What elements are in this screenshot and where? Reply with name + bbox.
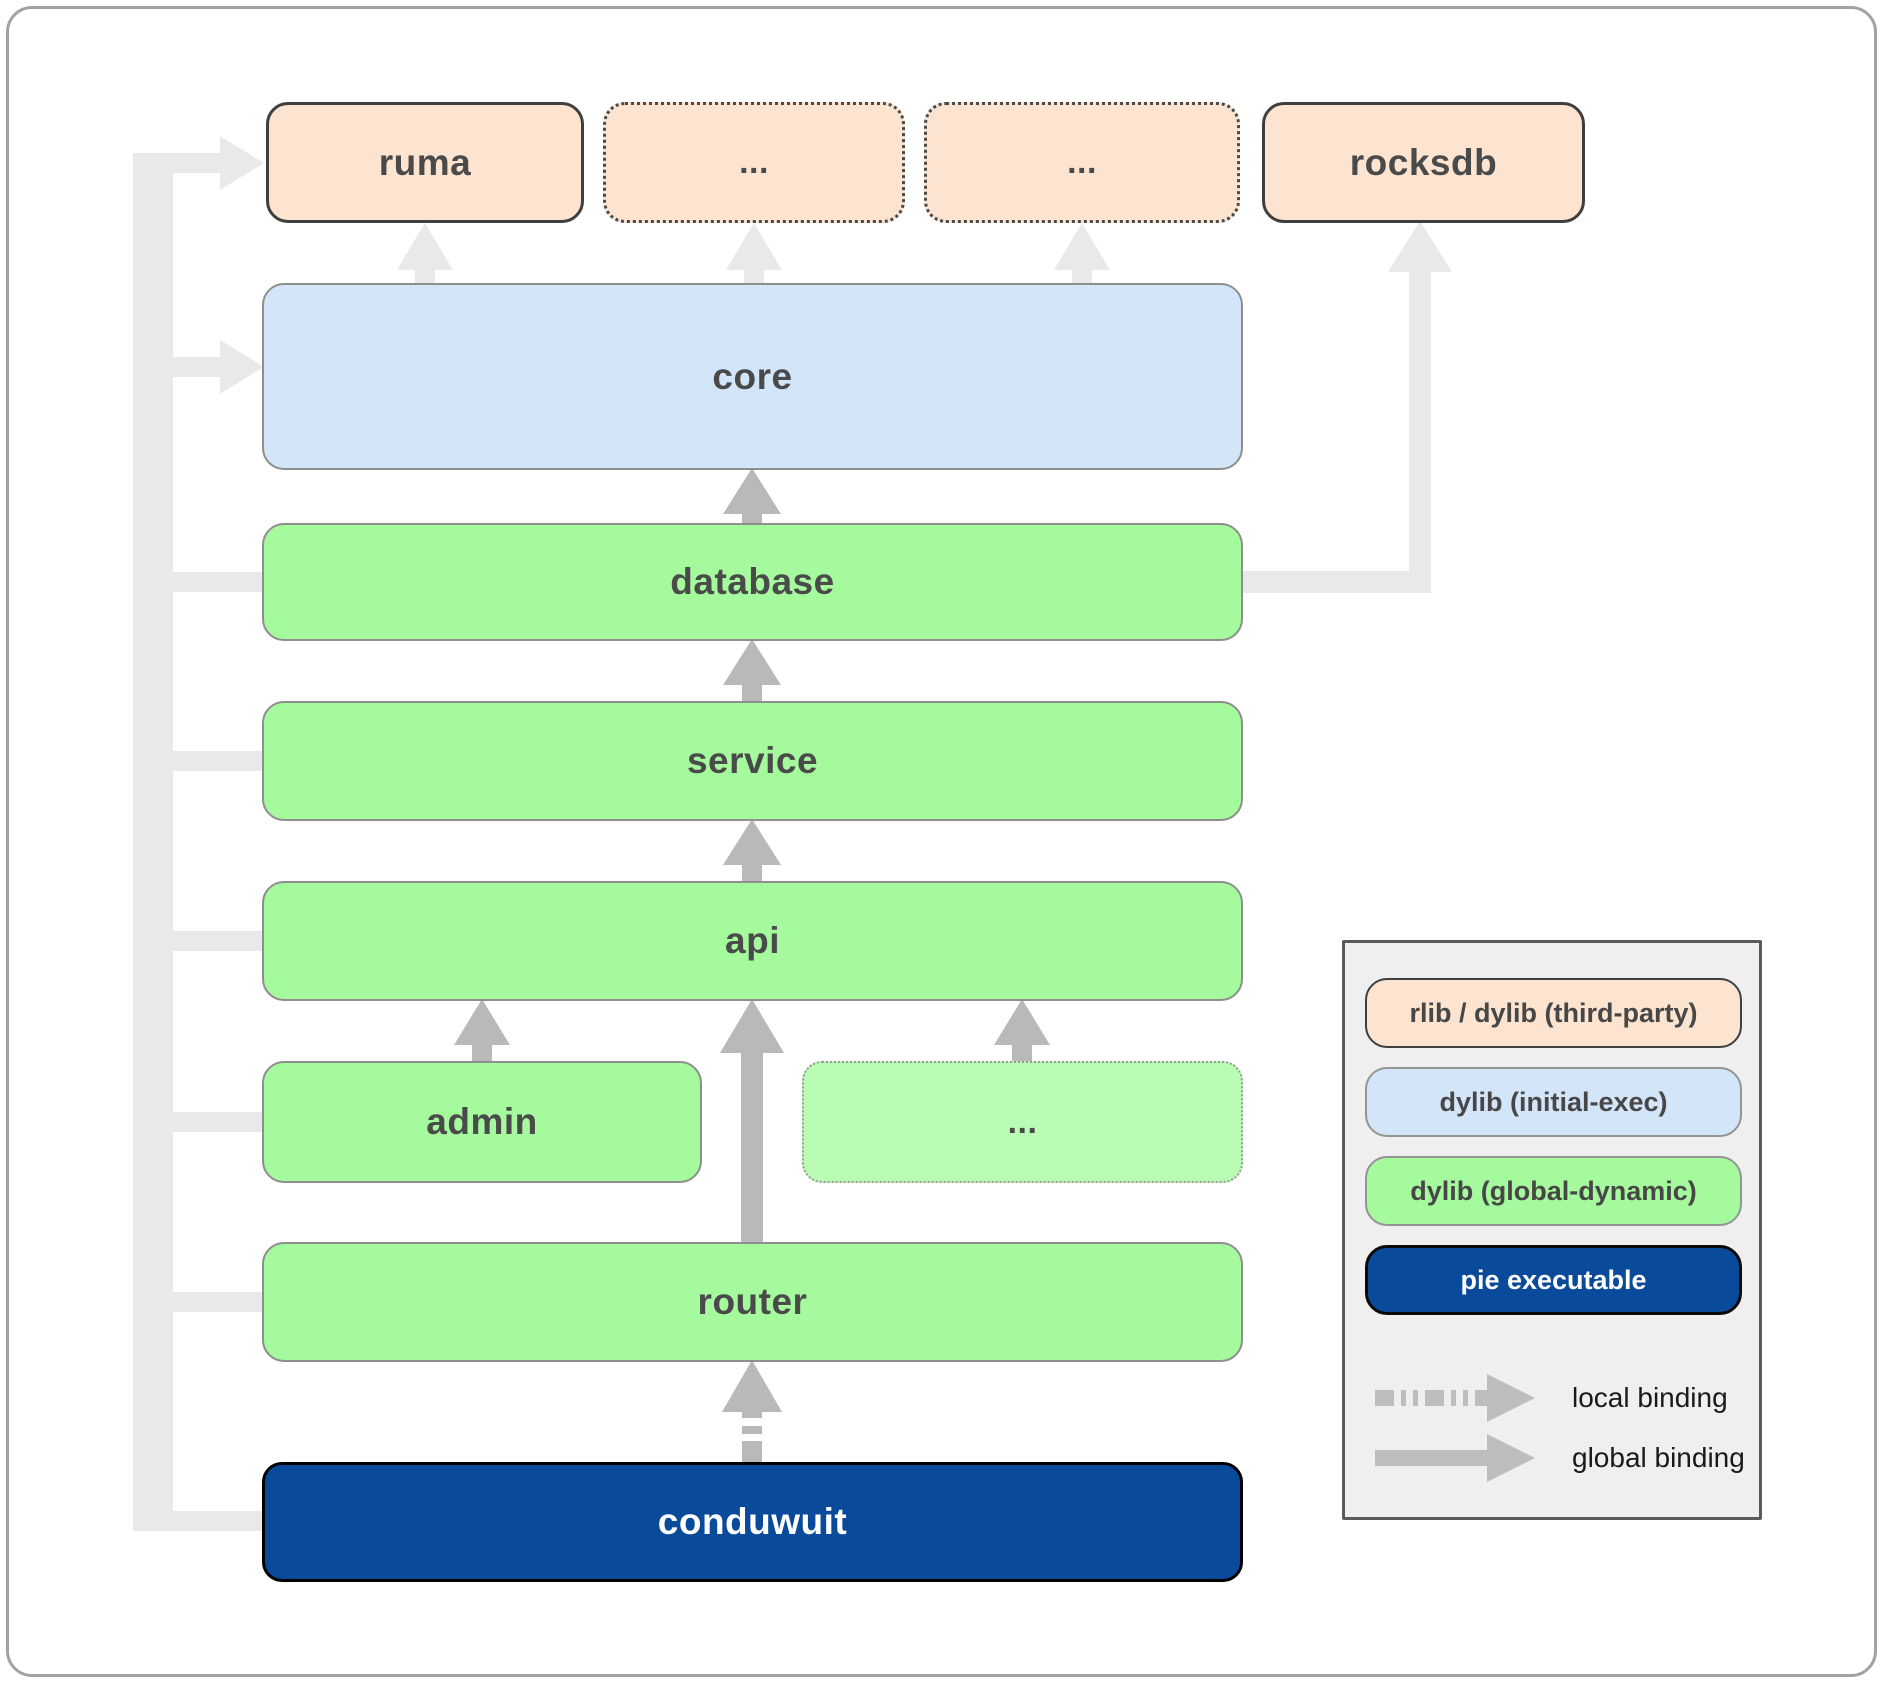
global-binding-arrow-icon: [1375, 1434, 1535, 1482]
tree-trunk-outer: [133, 153, 153, 1531]
node-api: api: [262, 881, 1243, 1001]
stub-admin: [153, 1112, 263, 1132]
legend-item-third-party-label: rlib / dylib (third-party): [1409, 997, 1698, 1028]
global-binding-edges: [454, 468, 1050, 1462]
local-binding-arrow-icon: [1375, 1374, 1535, 1422]
edge-service-to-database-head-icon: [723, 639, 781, 685]
node-database: database: [262, 523, 1243, 641]
edge-core-to-ruma-head-icon: [397, 223, 453, 270]
legend-item-third-party: rlib / dylib (third-party): [1365, 978, 1742, 1048]
edge-tree-to-core-shaft: [153, 357, 222, 377]
edge-conduwuit-to-router-head-icon: [722, 1360, 782, 1412]
node-database-label: database: [670, 561, 835, 602]
edge-database-to-rocksdb-vertical: [1409, 262, 1431, 582]
legend-global-binding-label: global binding: [1572, 1442, 1745, 1473]
edge-router-to-api-head-icon: [720, 999, 784, 1053]
node-router: router: [262, 1242, 1243, 1362]
edge-router-to-api-shaft: [741, 1043, 763, 1243]
edge-conduwuit-to-router-dash3: [742, 1441, 762, 1462]
node-api-label: api: [725, 920, 780, 961]
node-rocksdb-label: rocksdb: [1349, 141, 1498, 183]
stub-api: [153, 931, 263, 951]
edge-database-to-rocksdb-horizontal: [1243, 571, 1431, 593]
node-rocksdb: rocksdb: [1262, 102, 1585, 223]
arrowhead-into-core-icon: [220, 340, 264, 394]
edge-more-to-api-head-icon: [994, 999, 1050, 1045]
edge-conduwuit-to-router-dash2: [742, 1426, 762, 1434]
node-conduwuit: conduwuit: [262, 1462, 1243, 1582]
node-third-party-more-1: ...: [603, 102, 905, 223]
node-third-party-more-2: ...: [924, 102, 1240, 223]
edge-conduwuit-to-router-dash1: [742, 1404, 762, 1418]
legend-local-binding-label: local binding: [1572, 1382, 1728, 1413]
edge-database-to-rocksdb-head-icon: [1388, 221, 1452, 272]
stub-service: [153, 751, 263, 771]
tree-trunk-inner: [153, 173, 173, 1531]
stub-database: [153, 572, 263, 592]
node-conduwuit-label: conduwuit: [657, 1501, 848, 1542]
node-crates-more-label: ...: [1007, 1102, 1038, 1141]
edges-core-to-third-party: [397, 223, 1110, 285]
edge-core-to-more1-head-icon: [726, 223, 782, 270]
legend-item-pie-executable-label: pie executable: [1460, 1264, 1647, 1295]
legend: rlib / dylib (third-party) dylib (initia…: [1342, 940, 1762, 1520]
node-ruma-label: ruma: [378, 141, 472, 183]
edge-core-to-more2-head-icon: [1054, 223, 1110, 270]
node-admin: admin: [262, 1061, 702, 1183]
edge-tree-to-ruma-shaft: [133, 153, 222, 173]
node-service: service: [262, 701, 1243, 821]
edge-admin-to-api-head-icon: [454, 999, 510, 1045]
node-router-label: router: [697, 1281, 808, 1322]
node-third-party-more-2-label: ...: [1067, 143, 1097, 181]
edge-database-to-rocksdb: [1243, 221, 1452, 593]
edge-database-to-core-head-icon: [723, 468, 781, 514]
arrowhead-into-ruma-icon: [220, 136, 264, 190]
node-third-party-more-1-label: ...: [739, 143, 769, 181]
legend-item-initial-exec: dylib (initial-exec): [1365, 1067, 1742, 1137]
legend-item-pie-executable: pie executable: [1365, 1245, 1742, 1315]
node-core: core: [262, 283, 1243, 470]
legend-item-initial-exec-label: dylib (initial-exec): [1439, 1086, 1668, 1117]
node-service-label: service: [686, 740, 819, 781]
node-admin-label: admin: [426, 1101, 538, 1142]
legend-item-global-dynamic-label: dylib (global-dynamic): [1410, 1175, 1697, 1206]
node-ruma: ruma: [266, 102, 584, 223]
stub-router: [153, 1292, 263, 1312]
edge-api-to-service-head-icon: [723, 819, 781, 865]
legend-global-binding-row: global binding: [1375, 1432, 1745, 1484]
legend-item-global-dynamic: dylib (global-dynamic): [1365, 1156, 1742, 1226]
node-crates-more: ...: [802, 1061, 1243, 1183]
legend-local-binding-row: local binding: [1375, 1372, 1735, 1424]
stub-conduwuit: [133, 1511, 263, 1531]
left-binding-tree: [133, 136, 264, 1531]
node-core-label: core: [712, 355, 793, 397]
